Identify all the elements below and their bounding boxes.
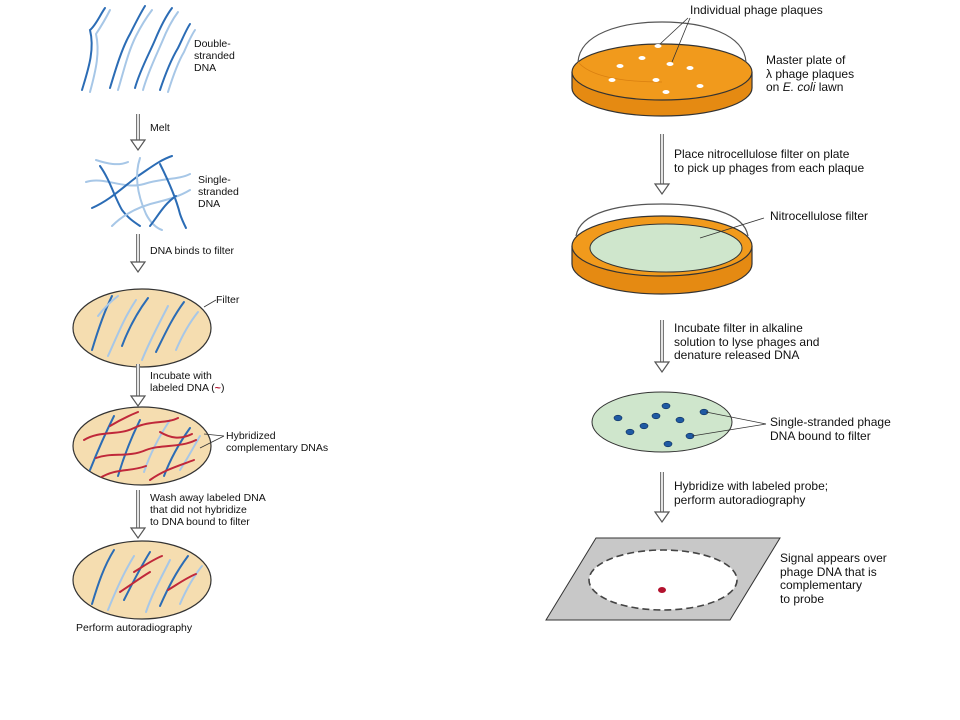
label-line: Hybridize with labeled probe; (674, 479, 829, 493)
plaques (608, 44, 704, 94)
signal-spot (658, 587, 666, 593)
label-part: on (766, 80, 783, 94)
arrow-wash (129, 490, 147, 540)
filter-hybridized (72, 406, 225, 486)
label-part: labeled DNA ( (150, 382, 215, 394)
filter-phage-dna (591, 391, 767, 453)
label-dna-binds: DNA binds to filter (150, 245, 235, 257)
label-line: to pick up phages from each plaque (674, 160, 865, 175)
label-line: denature released DNA (674, 348, 800, 362)
double-stranded-dna-strands (81, 5, 196, 93)
label-line: Double- (194, 38, 231, 50)
single-stranded-dna-strands (85, 155, 191, 231)
label-line: Master plate of (766, 53, 846, 67)
label-incubate: Incubate with labeled DNA (~) (150, 370, 224, 394)
label-organism: E. coli (782, 80, 816, 94)
label-part: ) (220, 382, 225, 394)
arrow-incubate (129, 364, 147, 408)
label-line: to probe (780, 591, 825, 606)
arrow-melt (129, 114, 147, 152)
label-individual-plaques: Individual phage plaques (690, 3, 823, 17)
label-line: complementary DNAs (226, 442, 329, 454)
label-signal: Signal appears over phage DNA that is co… (780, 551, 887, 606)
filter-with-dna (72, 288, 217, 368)
label-line: Incubate filter in alkaline (674, 321, 803, 335)
label-line: Place nitrocellulose filter on plate (674, 147, 850, 161)
label-line: Incubate with (150, 370, 212, 382)
label-nitrocellulose: Nitrocellulose filter (770, 209, 869, 223)
label-filter: Filter (216, 294, 240, 306)
label-master-plate: Master plate of λ phage plaques on E. co… (766, 53, 855, 95)
autoradiogram (545, 537, 781, 621)
label-place-filter: Place nitrocellulose filter on plate to … (674, 147, 865, 175)
label-part: lawn (815, 80, 844, 94)
label-line: DNA (198, 198, 221, 210)
label-line: Single-stranded phage (770, 415, 891, 429)
label-line: stranded (194, 50, 235, 62)
label-line: Single- (198, 174, 231, 186)
label-line: stranded (198, 186, 239, 198)
label-hybridize: Hybridize with labeled probe; perform au… (674, 479, 829, 507)
plate-with-nitrocellulose (571, 203, 765, 295)
label-line: on E. coli lawn (766, 80, 854, 95)
label-line: perform autoradiography (674, 492, 806, 507)
label-line: Hybridized (226, 430, 276, 442)
labeled-dna-symbol: ~ (214, 382, 221, 394)
arrow-place-filter (653, 134, 671, 196)
label-line: that did not hybridize (150, 504, 247, 516)
label-perform-autoradiography: Perform autoradiography (76, 622, 193, 634)
label-line: labeled DNA (~) (150, 382, 224, 394)
label-line: DNA bound to filter (770, 428, 871, 443)
master-plate (571, 17, 753, 117)
label-line: complementary (780, 578, 863, 592)
label-line: phage DNA that is (780, 564, 877, 579)
label-line: Signal appears over (780, 551, 887, 565)
label-double-stranded-dna: Double- stranded DNA (194, 38, 235, 74)
label-line: λ phage plaques (766, 66, 855, 81)
label-single-stranded-dna: Single- stranded DNA (198, 174, 239, 210)
label-line: solution to lyse phages and (674, 334, 820, 349)
label-line: DNA (194, 62, 217, 74)
arrow-binds (129, 234, 147, 274)
label-alkaline: Incubate filter in alkaline solution to … (674, 321, 820, 363)
label-wash: Wash away labeled DNA that did not hybri… (150, 492, 266, 528)
filter-after-wash (72, 540, 212, 620)
arrow-alkaline (653, 320, 671, 374)
label-line: Wash away labeled DNA (150, 492, 266, 504)
label-single-stranded-phage: Single-stranded phage DNA bound to filte… (770, 415, 891, 443)
arrow-hybridize (653, 472, 671, 524)
label-line: to DNA bound to filter (150, 516, 250, 528)
label-hybridized: Hybridized complementary DNAs (226, 430, 328, 454)
label-melt: Melt (150, 122, 170, 134)
